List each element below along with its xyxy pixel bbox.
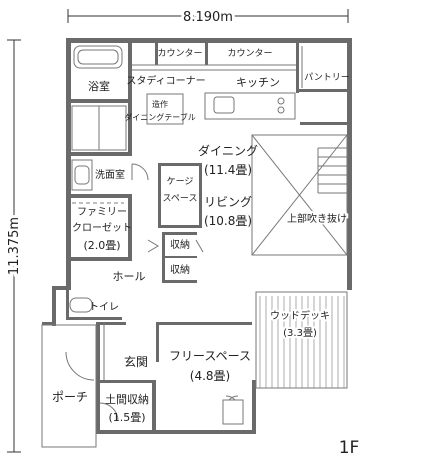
built-in-dining-table xyxy=(146,93,184,125)
staircase xyxy=(317,147,347,194)
room-counter-1: カウンター xyxy=(157,48,202,59)
room-kitchen: キッチン xyxy=(236,76,280,89)
room-bath: 浴室 xyxy=(88,79,110,93)
interior-walls xyxy=(66,43,352,434)
height-label: 11.375m xyxy=(7,217,22,275)
room-study-corner: スタディコーナー xyxy=(126,74,205,87)
room-earth-storage-2: (1.5畳) xyxy=(108,411,145,424)
outer-walls xyxy=(42,38,352,434)
bathtub xyxy=(73,45,123,69)
room-cage-2: スペース xyxy=(163,194,198,204)
room-washroom: 洗面室 xyxy=(95,168,125,181)
room-free-space-2: (4.8畳) xyxy=(190,369,230,383)
toilet-fixture xyxy=(69,297,93,313)
height-dimension: 11.375m xyxy=(4,39,25,453)
room-cage-1: ケージ xyxy=(167,176,194,187)
room-dining-1: ダイニング xyxy=(198,143,258,158)
room-earth-storage-1: 土間収納 xyxy=(105,393,149,406)
wash-basin xyxy=(71,159,93,191)
room-wood-deck-2: (3.3畳) xyxy=(283,327,317,339)
room-toilet: トイレ xyxy=(89,302,119,313)
room-void: 上部吹き抜け xyxy=(287,212,347,225)
room-entrance: 玄関 xyxy=(124,354,148,369)
room-dining-table-2: ダイニングテーブル xyxy=(124,112,196,122)
washroom-storage xyxy=(71,105,127,151)
width-dimension: 8.190m xyxy=(67,7,349,28)
kitchen-island xyxy=(204,92,296,120)
width-label: 8.190m xyxy=(183,10,233,25)
study-counter xyxy=(132,64,296,71)
room-living-2: (10.8畳) xyxy=(204,214,252,228)
room-family-closet-3: (2.0畳) xyxy=(83,239,120,252)
doors xyxy=(65,163,244,425)
room-family-closet-1: ファミリー xyxy=(77,207,127,218)
room-counter-2: カウンター xyxy=(227,48,272,59)
open-void xyxy=(251,134,348,256)
room-wood-deck-1: ウッドデッキ xyxy=(270,309,330,322)
floor-label: 1F xyxy=(339,438,360,458)
wood-deck xyxy=(255,291,348,389)
room-family-closet-2: クローゼット xyxy=(72,222,132,234)
porch-area xyxy=(41,324,97,448)
room-hall: ホール xyxy=(113,270,146,283)
room-living-1: リビング xyxy=(204,195,252,209)
room-free-space-1: フリースペース xyxy=(169,349,251,363)
room-storage-2: 収納 xyxy=(170,263,190,276)
room-storage-1: 収納 xyxy=(170,238,190,251)
room-pantry: パントリー xyxy=(304,72,349,83)
room-dining-table-1: 造作 xyxy=(152,99,168,109)
room-dining-2: (11.4畳) xyxy=(204,163,252,177)
room-porch: ポーチ xyxy=(52,390,88,404)
